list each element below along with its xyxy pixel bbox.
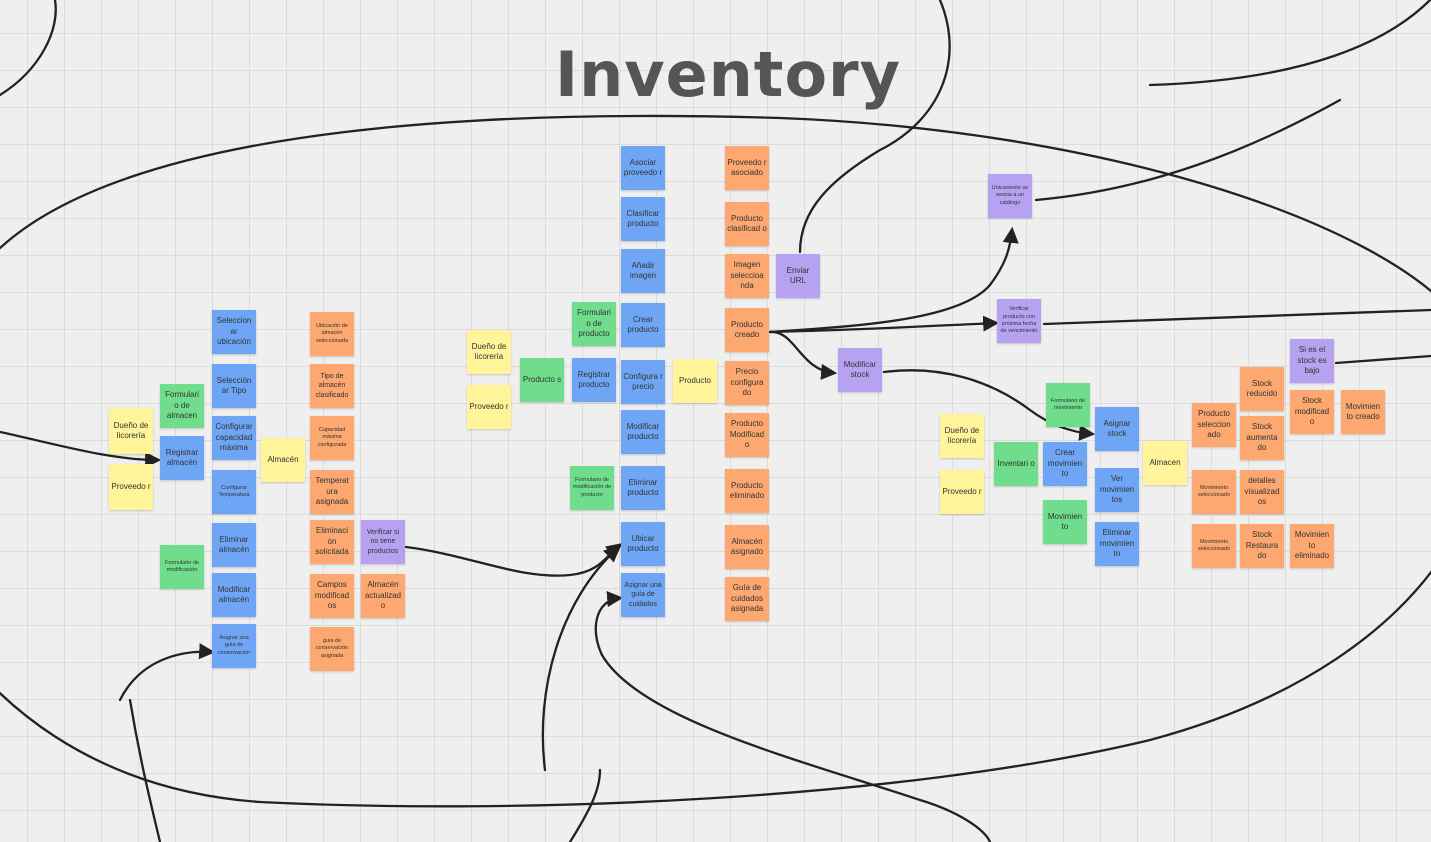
note-capacidad-configurada[interactable]: Capacidad máxima configurada <box>310 416 354 460</box>
curve-bottom-left <box>128 698 162 842</box>
note-tipo-clasificado[interactable]: Tipo de almacén clasificado <box>310 364 354 408</box>
note-ver-movimientos[interactable]: Ver movimien tos <box>1095 468 1139 512</box>
note-actor-dueno-almacen[interactable]: Dueño de licorería <box>109 408 153 454</box>
curve-bottom-mid <box>568 768 602 842</box>
curve-top-right <box>1148 0 1431 87</box>
arrow-verificar-to-ubicar-producto <box>404 543 623 577</box>
boundary-ellipse <box>0 114 1431 808</box>
note-actor-dueno-producto[interactable]: Dueño de licorería <box>467 330 511 374</box>
note-movimiento-creado[interactable]: Movimien to creado <box>1341 390 1385 434</box>
note-si-stock-bajo[interactable]: Si es el stock es bajo <box>1290 339 1334 383</box>
note-imagen-seleccionada[interactable]: Imagen seleccioa nda <box>725 254 769 298</box>
note-almacen-asignado[interactable]: Almacén asignado <box>725 525 769 569</box>
note-formulario-producto[interactable]: Formulari o de producto <box>572 302 616 346</box>
note-movimiento-eliminado[interactable]: Movimien to eliminado <box>1290 524 1334 568</box>
note-producto-creado[interactable]: Producto creado <box>725 308 769 352</box>
note-movimiento-seleccionado-1[interactable]: Movimiento seleccionado <box>1192 470 1236 514</box>
note-entity-almacen-inventario[interactable]: Almacen <box>1143 441 1187 485</box>
note-formulario-modificacion-almacen[interactable]: Formulario de modificación <box>160 545 204 589</box>
note-ubicar-producto[interactable]: Ubicar producto <box>621 522 665 566</box>
note-registrar-almacen[interactable]: Registrar almacén <box>160 436 204 480</box>
board-title: Inventory <box>555 38 902 111</box>
note-anadir-imagen[interactable]: Añadir imagen <box>621 249 665 293</box>
note-proveedor-asociado[interactable]: Proveedo r asociado <box>725 146 769 190</box>
note-configurar-temperatura[interactable]: Configurar Temperatura <box>212 470 256 514</box>
note-eliminar-producto[interactable]: Eliminar producto <box>621 466 665 510</box>
note-clasificar-producto[interactable]: Clasificar producto <box>621 197 665 241</box>
note-unicamente-catalogo[interactable]: Unicamente se asocia a un catálogo <box>988 174 1032 218</box>
arrow-producto-creado-to-modificar-stock <box>768 330 838 380</box>
note-configurar-capacidad[interactable]: Configurar capacidad máxima <box>212 416 256 460</box>
note-asignar-guia-cuidados[interactable]: Asignar una guía de cuidados <box>621 573 665 617</box>
note-crear-movimiento[interactable]: Crear movimien to <box>1043 442 1087 486</box>
curve-top-left <box>0 0 57 97</box>
note-movimiento-seleccionado-2[interactable]: Movimiento seleccionado <box>1192 524 1236 568</box>
note-temperatura-asignada[interactable]: Temperat ura asignada <box>310 470 354 514</box>
note-eliminar-movimiento[interactable]: Eliminar movimien to <box>1095 522 1139 566</box>
note-formulario-modificacion-producto[interactable]: Formulario de modificación de producto <box>570 466 614 510</box>
arrow-proveedor-to-registrar-almacen <box>0 430 162 469</box>
note-movimiento[interactable]: Movimien to <box>1043 500 1087 544</box>
arrow-producto-creado-to-vencimiento <box>768 315 1000 334</box>
note-producto-seleccionado[interactable]: Producto seleccion ado <box>1192 403 1236 447</box>
note-productos[interactable]: Producto s <box>520 358 564 402</box>
note-formulario-movimiento[interactable]: Formulario de movimiento <box>1046 383 1090 427</box>
note-formulario-almacen[interactable]: Formulari o de almacen <box>160 384 204 428</box>
note-modificar-producto[interactable]: Modificar producto <box>621 410 665 454</box>
note-ubicacion-seleccionada[interactable]: Ubicación de almacén seleccionada <box>310 312 354 356</box>
arrow-to-ubicar-producto-2 <box>541 545 621 772</box>
note-producto-modificado[interactable]: Producto Modificad o <box>725 413 769 457</box>
note-precio-configurado[interactable]: Precio configura do <box>725 361 769 405</box>
note-entity-almacen[interactable]: Almacén <box>261 438 305 482</box>
note-campos-modificados[interactable]: Campos modificad os <box>310 574 354 618</box>
note-almacen-actualizado[interactable]: Almacén actualizad o <box>361 574 405 618</box>
arrow-to-asignar-guia-producto <box>594 591 624 657</box>
arrow-to-asignar-guia-almacen <box>118 643 216 702</box>
note-verificar-productos[interactable]: Verificar si no tiene productos <box>361 520 405 564</box>
curve-vencimiento-out <box>1042 308 1431 326</box>
arrow-producto-creado-to-catalogo <box>768 226 1019 334</box>
note-guia-cuidados-asignada[interactable]: Guía de cuidados asignada <box>725 577 769 621</box>
curve-catalogo-out <box>1034 98 1342 202</box>
note-stock-modificado[interactable]: Stock modificad o <box>1290 390 1334 434</box>
note-producto-eliminado[interactable]: Producto eliminado <box>725 469 769 513</box>
note-seleccionar-ubicacion[interactable]: Seleccion ar ubicación <box>212 310 256 354</box>
note-guia-conservacion-asignada[interactable]: guía de conservación asignada <box>310 627 354 671</box>
note-eliminar-almacen[interactable]: Eliminar almacén <box>212 523 256 567</box>
note-actor-proveedor-inventario[interactable]: Proveedo r <box>940 470 984 514</box>
note-modificar-almacen[interactable]: Modificar almacén <box>212 573 256 617</box>
arrow-modificar-stock-to-asignar-stock <box>882 369 1096 441</box>
note-inventario[interactable]: Inventari o <box>994 442 1038 486</box>
note-asignar-guia-conservacion[interactable]: Asignar una guía de conservación <box>212 624 256 668</box>
note-modificar-stock[interactable]: Modificar stock <box>838 348 882 392</box>
note-verificar-vencimiento[interactable]: Verificar producto con próxima fecha de … <box>997 299 1041 343</box>
note-registrar-producto[interactable]: Registrar producto <box>572 358 616 402</box>
note-actor-proveedor-producto[interactable]: Proveedo r <box>467 385 511 429</box>
curve-stock-bajo-out <box>1334 354 1431 365</box>
note-entity-producto[interactable]: Producto <box>673 359 717 403</box>
note-eliminacion-solicitada[interactable]: Eliminaci ón solicitada <box>310 520 354 564</box>
note-crear-producto[interactable]: Crear producto <box>621 303 665 347</box>
note-actor-dueno-inventario[interactable]: Dueño de licorería <box>940 414 984 458</box>
note-detalles-visualizados[interactable]: detalles visualizad os <box>1240 470 1284 514</box>
note-enviar-url[interactable]: Enviar URL <box>776 254 820 298</box>
note-stock-aumentado[interactable]: Stock aumenta do <box>1240 416 1284 460</box>
curve-enviar-url <box>798 0 951 254</box>
note-configurar-precio[interactable]: Configura r precio <box>621 360 665 404</box>
note-producto-clasificado[interactable]: Producto clasificad o <box>725 202 769 246</box>
note-asignar-stock[interactable]: Asignar stock <box>1095 407 1139 451</box>
curve-bottom-right <box>600 653 992 842</box>
note-stock-reducido[interactable]: Stock reducido <box>1240 367 1284 411</box>
note-actor-proveedor-almacen[interactable]: Proveedo r <box>109 464 153 510</box>
note-asociar-proveedor[interactable]: Asociar proveedo r <box>621 146 665 190</box>
note-stock-restaurado[interactable]: Stock Restaura do <box>1240 524 1284 568</box>
note-seleccionar-tipo[interactable]: Selección ar Tipo <box>212 364 256 408</box>
